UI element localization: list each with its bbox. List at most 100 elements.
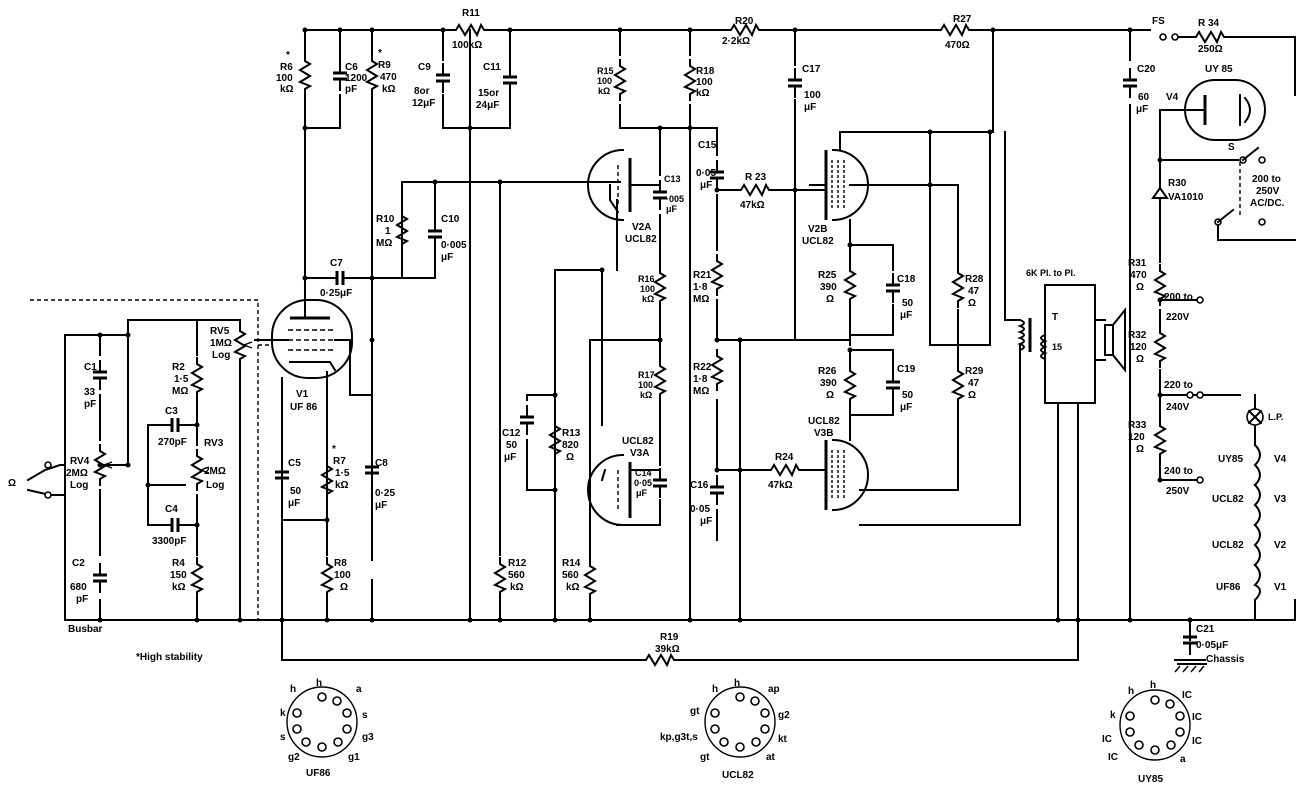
c16-ref: C16 bbox=[690, 480, 709, 491]
mains-line2: 250V bbox=[1256, 186, 1280, 197]
r24-ref: R24 bbox=[775, 452, 794, 463]
chain-v3: UCL82 bbox=[1212, 494, 1244, 505]
ucl82-pin-5: kt bbox=[778, 734, 788, 745]
uf86-pin-5: g3 bbox=[362, 732, 374, 743]
r29-value: 47 bbox=[968, 378, 980, 389]
tap3-line1: 240 to bbox=[1164, 466, 1193, 477]
mains-line1: 200 to bbox=[1252, 174, 1281, 185]
rv5-ref: RV5 bbox=[210, 326, 230, 337]
tap1-line2: 220V bbox=[1166, 312, 1190, 323]
r21-unit: MΩ bbox=[693, 294, 709, 305]
c10-unit: μF bbox=[441, 252, 453, 263]
mains-switch-label: S bbox=[1228, 142, 1235, 153]
chain-v1-ref: V1 bbox=[1274, 582, 1287, 593]
valves bbox=[254, 79, 1266, 527]
busbar-label: Busbar bbox=[68, 624, 103, 635]
r17-unit: kΩ bbox=[640, 390, 652, 400]
r9-star: * bbox=[378, 48, 382, 59]
c20-ref: C20 bbox=[1137, 64, 1156, 75]
ucl82-pin-3: ap bbox=[768, 684, 780, 695]
r9-value: 470 bbox=[380, 72, 397, 83]
misc-labels: 6K Pl. to Pl. T 15 Ω Busbar *High stabil… bbox=[8, 142, 1287, 663]
r7-ref: R7 bbox=[333, 456, 346, 467]
c6-value: 1200 bbox=[345, 73, 368, 84]
uy85-pin-1: h bbox=[1150, 680, 1156, 691]
uy85-pin-5: IC bbox=[1192, 736, 1202, 747]
r11-value: 100kΩ bbox=[452, 40, 482, 51]
uy85-pin-7: IC bbox=[1108, 752, 1118, 763]
r2-value: 1·5 bbox=[174, 374, 189, 385]
chain-v1: UF86 bbox=[1216, 582, 1241, 593]
c9-value: 8or bbox=[414, 86, 430, 97]
r32-value: 120 bbox=[1130, 342, 1147, 353]
r12-unit: kΩ bbox=[510, 582, 524, 593]
c18-ref: C18 bbox=[897, 274, 916, 285]
rv3-unit: Log bbox=[206, 480, 224, 491]
r21-ref: R21 bbox=[693, 270, 712, 281]
v4-ref: V4 bbox=[1166, 92, 1179, 103]
c7-ref: C7 bbox=[330, 258, 343, 269]
r27-ref: R27 bbox=[953, 14, 972, 25]
c12-ref: C12 bbox=[502, 428, 521, 439]
r29-unit: Ω bbox=[968, 390, 976, 401]
r12-value: 560 bbox=[508, 570, 525, 581]
ucl82-pin-4: g2 bbox=[778, 710, 790, 721]
c16-value: 0·05 bbox=[690, 504, 710, 515]
c19-ref: C19 bbox=[897, 364, 916, 375]
uf86-pin-7: g2 bbox=[288, 752, 300, 763]
c3-value: 270pF bbox=[158, 437, 187, 448]
r13-ref: R13 bbox=[562, 428, 581, 439]
uf86-name: UF86 bbox=[306, 768, 331, 779]
r2-ref: R2 bbox=[172, 362, 185, 373]
r22-unit: MΩ bbox=[693, 386, 709, 397]
r14-ref: R14 bbox=[562, 558, 581, 569]
rv3-value: 2MΩ bbox=[204, 466, 226, 477]
v3b-ref: V3B bbox=[814, 428, 833, 439]
c14-ref: C14 bbox=[635, 468, 652, 478]
c20-value: 60 bbox=[1138, 92, 1150, 103]
c6-unit: pF bbox=[345, 84, 357, 95]
valve-labels: V1 UF 86 V2A UCL82 V2B UCL82 UCL82 V3A U… bbox=[290, 64, 1233, 459]
v2b-ref: V2B bbox=[808, 224, 827, 235]
c5-ref: C5 bbox=[288, 458, 301, 469]
r29-ref: R29 bbox=[965, 366, 984, 377]
uf86-pin-8: s bbox=[280, 732, 286, 743]
c14-value: 0·05 bbox=[634, 478, 652, 488]
uy85-name: UY85 bbox=[1138, 774, 1163, 785]
v1-ref: V1 bbox=[296, 389, 309, 400]
r11-ref: R11 bbox=[462, 8, 480, 19]
c19-value: 50 bbox=[902, 390, 914, 401]
tap2-line1: 220 to bbox=[1164, 380, 1193, 391]
c6-ref: C6 bbox=[345, 62, 358, 73]
r28-value: 47 bbox=[968, 286, 980, 297]
r25-unit: Ω bbox=[826, 294, 834, 305]
c2-value: 680 bbox=[70, 582, 87, 593]
r33-ref: R33 bbox=[1128, 420, 1147, 431]
c16-unit: μF bbox=[700, 516, 712, 527]
c5-unit: μF bbox=[288, 498, 300, 509]
c17-unit: μF bbox=[804, 102, 816, 113]
r14-unit: kΩ bbox=[566, 582, 580, 593]
r23-value: 47kΩ bbox=[740, 200, 765, 211]
r31-value: 470 bbox=[1130, 270, 1147, 281]
transformer-ref: T bbox=[1052, 312, 1058, 323]
r6-ref: R6 bbox=[280, 62, 293, 73]
r21-value: 1·8 bbox=[693, 282, 708, 293]
r26-unit: Ω bbox=[826, 390, 834, 401]
rv3-ref: RV3 bbox=[204, 438, 224, 449]
ucl82-pin-7: gt bbox=[700, 752, 710, 763]
r17-value: 100 bbox=[638, 380, 653, 390]
r22-ref: R22 bbox=[693, 362, 712, 373]
v3b-type: UCL82 bbox=[808, 416, 840, 427]
v2a-type: UCL82 bbox=[625, 234, 657, 245]
chain-v2: UCL82 bbox=[1212, 540, 1244, 551]
capacitors bbox=[91, 60, 1207, 673]
r19-value: 39kΩ bbox=[655, 644, 680, 655]
r4-unit: kΩ bbox=[172, 582, 186, 593]
c5-value: 50 bbox=[290, 486, 302, 497]
r26-value: 390 bbox=[820, 378, 837, 389]
uy85-pin-8: IC bbox=[1102, 734, 1112, 745]
c4-value: 3300pF bbox=[152, 536, 186, 547]
resistors bbox=[94, 24, 1231, 666]
tap3-line2: 250V bbox=[1166, 486, 1190, 497]
